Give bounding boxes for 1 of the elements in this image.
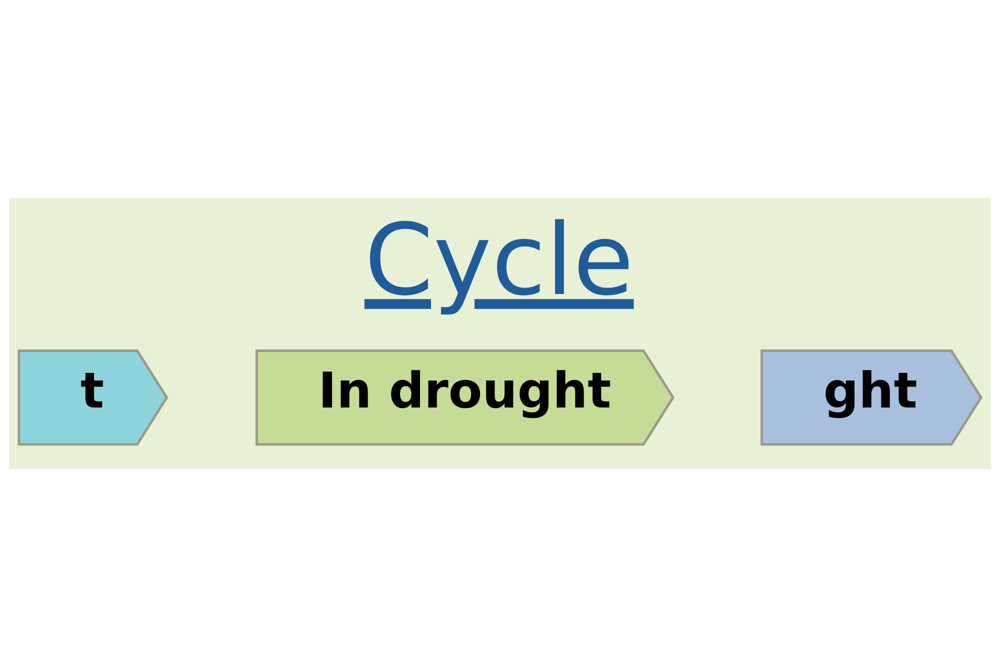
diagram-title: Cycle: [364, 204, 634, 318]
